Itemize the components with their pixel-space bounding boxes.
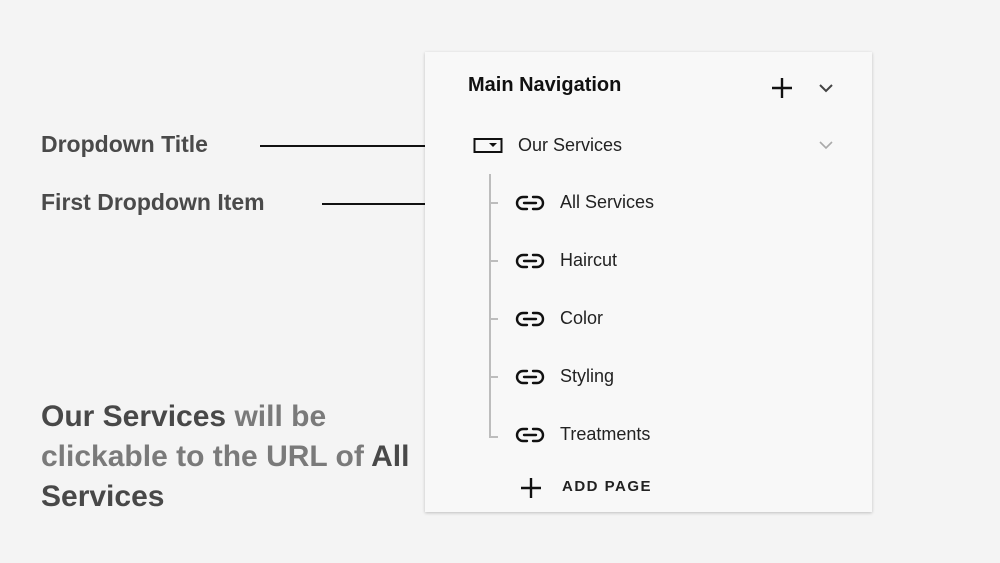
annotation-dropdown-title: Dropdown Title bbox=[41, 131, 208, 157]
link-icon bbox=[515, 195, 545, 211]
link-icon bbox=[515, 427, 545, 443]
chevron-down-icon[interactable] bbox=[818, 80, 834, 96]
tree-tick bbox=[491, 318, 498, 320]
tree-tick bbox=[491, 202, 498, 204]
tree-tick bbox=[491, 376, 498, 378]
dropdown-item-label: Color bbox=[560, 308, 604, 328]
link-icon bbox=[515, 369, 545, 385]
dropdown-folder-icon bbox=[473, 138, 503, 153]
dropdown-our-services[interactable]: Our Services bbox=[473, 132, 843, 162]
plus-icon bbox=[521, 478, 541, 498]
dropdown-item-all-services[interactable]: All Services bbox=[491, 185, 851, 221]
caption-dropdown-name: Our Services bbox=[41, 400, 227, 433]
annotation-first-dropdown-item: First Dropdown Item bbox=[41, 189, 265, 215]
chevron-down-icon[interactable] bbox=[819, 138, 833, 152]
tree-tick bbox=[491, 260, 498, 262]
dropdown-item-treatments[interactable]: Treatments bbox=[491, 417, 851, 453]
panel-title: Main Navigation bbox=[468, 74, 622, 96]
caption: Our Services will be clickable to the UR… bbox=[41, 397, 421, 517]
dropdown-item-label: Treatments bbox=[560, 424, 651, 444]
tree-line bbox=[489, 174, 491, 438]
link-icon bbox=[515, 253, 545, 269]
caption-middle: will be clickable to the URL of bbox=[41, 400, 372, 473]
navigation-panel: Main Navigation Our Services All Service… bbox=[425, 52, 872, 512]
add-page-button[interactable]: ADD PAGE bbox=[519, 474, 719, 502]
tree-line-end bbox=[489, 436, 498, 438]
dropdown-item-haircut[interactable]: Haircut bbox=[491, 243, 851, 279]
link-icon bbox=[515, 311, 545, 327]
add-page-label: ADD PAGE bbox=[562, 478, 653, 495]
dropdown-item-styling[interactable]: Styling bbox=[491, 359, 851, 395]
caption-target-page: All Services bbox=[41, 440, 410, 513]
dropdown-item-color[interactable]: Color bbox=[491, 301, 851, 337]
plus-icon[interactable] bbox=[771, 77, 793, 99]
dropdown-item-label: Haircut bbox=[560, 250, 618, 270]
dropdown-label: Our Services bbox=[518, 135, 623, 155]
dropdown-item-label: All Services bbox=[560, 192, 655, 212]
dropdown-item-label: Styling bbox=[560, 366, 615, 386]
